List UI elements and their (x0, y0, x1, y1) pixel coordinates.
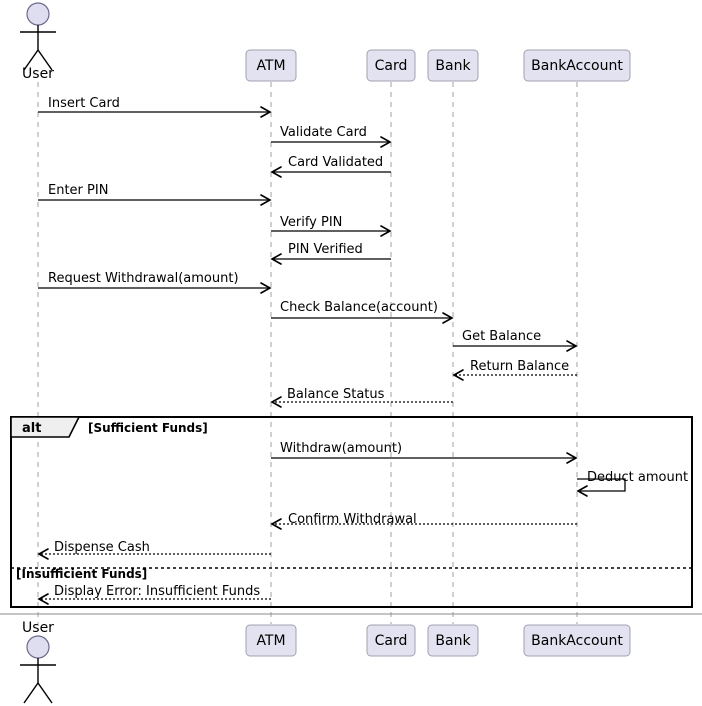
message-arrowhead-m1 (260, 106, 272, 118)
participant-box-atm[interactable] (245, 49, 297, 82)
participant-box-card[interactable] (366, 624, 416, 657)
participant-box-bank[interactable] (427, 624, 479, 657)
participant-box-atm[interactable] (245, 624, 297, 657)
message-arrowhead-m8 (442, 312, 454, 324)
participant-box-bank[interactable] (427, 49, 479, 82)
participant-bankaccount[interactable]: BankAccount (523, 624, 631, 657)
message-label-m3: Card Validated (288, 155, 383, 170)
participant-label-bank: Bank (435, 58, 471, 74)
message-arrowhead-m3 (270, 166, 282, 178)
participant-label-atm: ATM (256, 633, 285, 649)
participant-label-bankaccount: BankAccount (531, 58, 623, 74)
participant-label-card: Card (375, 633, 408, 649)
message-m2[interactable]: Validate Card (271, 125, 392, 148)
message-arrowhead-m14 (270, 518, 282, 530)
message-label-m5: Verify PIN (280, 215, 342, 230)
message-arrowhead-m13 (576, 485, 588, 497)
message-m9[interactable]: Get Balance (453, 329, 578, 352)
message-m7[interactable]: Request Withdrawal(amount) (38, 271, 272, 294)
participant-atm[interactable]: ATM (245, 49, 297, 82)
message-m12[interactable]: Withdraw(amount) (271, 441, 578, 464)
message-arrowhead-m6 (270, 253, 282, 265)
message-m3[interactable]: Card Validated (270, 155, 391, 178)
message-arrowhead-m16 (37, 593, 49, 605)
participant-label-card: Card (375, 58, 408, 74)
participant-bank[interactable]: Bank (427, 624, 479, 657)
actor-user[interactable]: User (20, 2, 56, 82)
participant-card[interactable]: Card (366, 624, 416, 657)
message-m14[interactable]: Confirm Withdrawal (270, 512, 577, 530)
message-m11[interactable]: Balance Status (270, 387, 453, 408)
message-label-m6: PIN Verified (288, 242, 363, 257)
message-label-m10: Return Balance (470, 359, 569, 374)
message-label-m16: Display Error: Insufficient Funds (54, 584, 260, 599)
participant-bankaccount[interactable]: BankAccount (523, 49, 631, 82)
message-arrowhead-m4 (260, 194, 272, 206)
participant-label-atm: ATM (256, 58, 285, 74)
alt-fragment-guard-0: [Sufficient Funds] (88, 421, 208, 435)
participants-top-layer: User ATM Card Bank BankAccount (20, 2, 631, 82)
alt-fragment-tab (10, 416, 81, 438)
message-m6[interactable]: PIN Verified (270, 242, 391, 265)
participant-label-bank: Bank (435, 633, 471, 649)
message-label-m13: Deduct amount (587, 470, 688, 485)
actor-leg-right (37, 49, 53, 71)
message-label-m8: Check Balance(account) (280, 300, 438, 315)
message-self-path-m13 (577, 478, 626, 492)
participant-bank[interactable]: Bank (427, 49, 479, 82)
participant-label-bankaccount: BankAccount (531, 633, 623, 649)
actor-leg-left (23, 682, 39, 704)
combined-fragment-layer: alt [Sufficient Funds] [Insufficient Funds… (10, 416, 693, 608)
message-arrowhead-m2 (380, 136, 392, 148)
alt-fragment-box (10, 416, 693, 608)
message-m16[interactable]: Display Error: Insufficient Funds (37, 584, 271, 605)
participant-card[interactable]: Card (366, 49, 416, 82)
actor-user[interactable]: User (20, 620, 56, 704)
participant-box-bankaccount[interactable] (523, 49, 631, 82)
message-m5[interactable]: Verify PIN (271, 215, 392, 237)
message-arrowhead-m9 (566, 340, 578, 352)
message-label-m9: Get Balance (462, 329, 541, 344)
actor-head-icon (26, 2, 50, 26)
alt-fragment-guard-1: [Insufficient Funds] (16, 567, 147, 581)
message-m4[interactable]: Enter PIN (38, 183, 272, 206)
alt-fragment-operator: alt (22, 421, 41, 436)
message-label-m12: Withdraw(amount) (280, 441, 402, 456)
message-m15[interactable]: Dispense Cash (37, 540, 271, 560)
actor-label-user: User (22, 620, 54, 636)
message-m10[interactable]: Return Balance (452, 359, 577, 381)
message-label-m1: Insert Card (48, 96, 120, 111)
participant-atm[interactable]: ATM (245, 624, 297, 657)
message-arrowhead-m15 (37, 548, 49, 560)
actor-leg-right (37, 682, 53, 704)
message-arrowhead-m10 (452, 369, 464, 381)
message-arrowhead-m7 (260, 282, 272, 294)
message-label-m15: Dispense Cash (54, 540, 150, 555)
message-label-m4: Enter PIN (48, 183, 108, 198)
message-m1[interactable]: Insert Card (38, 96, 272, 118)
message-arrowhead-m12 (566, 452, 578, 464)
actor-leg-left (23, 49, 39, 71)
message-arrowhead-m5 (380, 225, 392, 237)
participant-box-bankaccount[interactable] (523, 624, 631, 657)
message-label-m14: Confirm Withdrawal (288, 512, 417, 527)
message-label-m7: Request Withdrawal(amount) (48, 271, 239, 286)
message-label-m11: Balance Status (287, 387, 385, 402)
message-m8[interactable]: Check Balance(account) (271, 300, 454, 324)
message-arrowhead-m11 (270, 396, 282, 408)
message-m13[interactable]: Deduct amount (576, 470, 688, 497)
participant-box-card[interactable] (366, 49, 416, 82)
message-label-m2: Validate Card (280, 125, 367, 140)
actor-label-user: User (22, 66, 54, 82)
actor-head-icon (26, 635, 50, 659)
